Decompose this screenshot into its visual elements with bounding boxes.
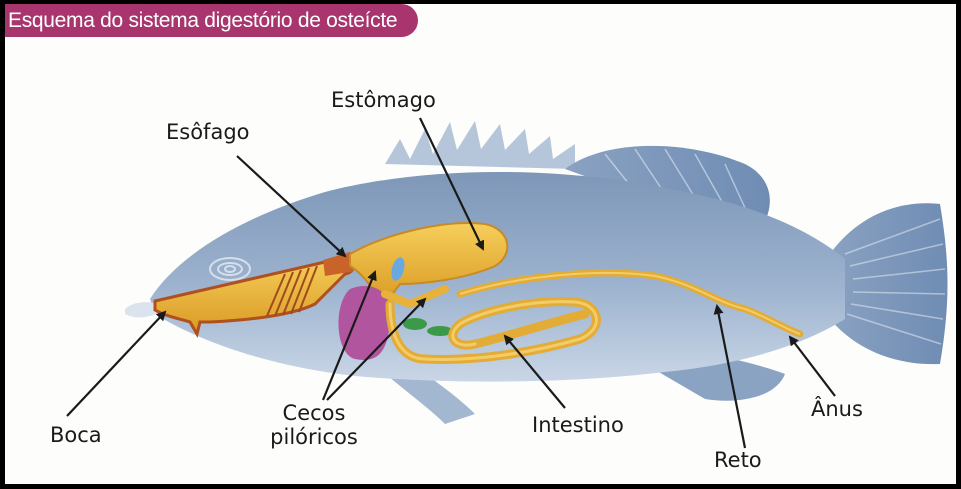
eye <box>209 257 251 281</box>
label-esofago: Esôfago <box>166 120 250 144</box>
arrow-estomago <box>419 117 485 251</box>
gill-rakers <box>266 265 318 317</box>
fish-illustration <box>66 117 948 449</box>
arrow-cecos-1 <box>321 270 377 401</box>
arrow-anus <box>788 335 836 397</box>
pyloric-caeca <box>381 285 449 309</box>
label-anus: Ânus <box>811 397 863 421</box>
arrow-intestino <box>503 334 566 409</box>
label-cecos-piloricos: Cecos pilóricos <box>259 401 369 449</box>
pointer-lines <box>66 117 836 449</box>
arrow-reto <box>713 304 747 449</box>
diagram-title: Esquema do sistema digestório de osteíct… <box>5 4 418 37</box>
green-organ <box>427 326 453 336</box>
arrow-cecos-2 <box>326 297 427 401</box>
diagram-canvas: Esquema do sistema digestório de osteíct… <box>5 4 956 484</box>
arrow-boca <box>66 310 167 417</box>
label-boca: Boca <box>50 423 102 447</box>
gall-bladder <box>391 257 405 281</box>
fish-body <box>150 172 845 382</box>
label-intestino: Intestino <box>532 413 624 437</box>
label-cecos-line2: pilóricos <box>270 425 358 449</box>
esophagus <box>323 252 358 276</box>
caudal-fin <box>830 203 948 365</box>
spleen <box>403 318 427 330</box>
label-reto: Reto <box>714 448 762 472</box>
pharynx <box>153 254 356 338</box>
label-estomago: Estômago <box>331 88 436 112</box>
label-cecos-line1: Cecos <box>282 401 346 425</box>
arrow-esofago <box>236 155 347 258</box>
liver <box>338 285 391 360</box>
